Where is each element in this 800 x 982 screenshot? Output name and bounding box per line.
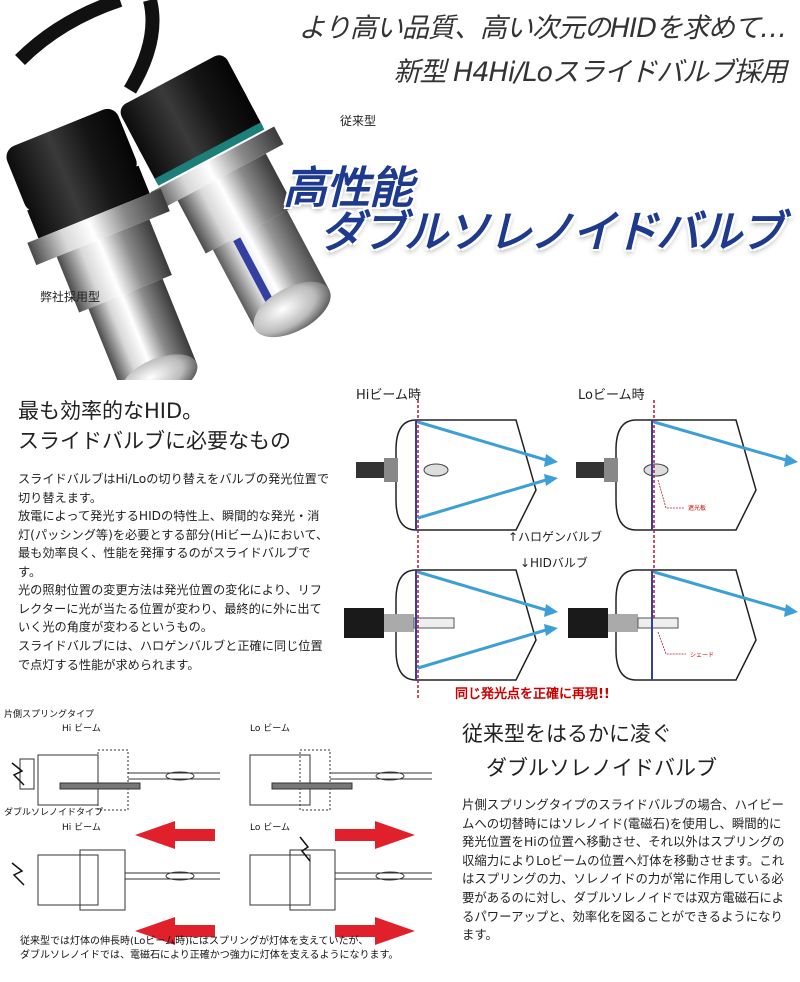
- hid-bulb-label: ↓HIDバルブ: [520, 556, 588, 570]
- beam-position-diagram: [344, 400, 798, 700]
- caption-old-type: 従来型: [340, 114, 377, 128]
- spring-note-line-1: 従来型では灯体の伸長時(Loビーム時)にはスプリングが灯体を支えていたが、: [20, 936, 369, 947]
- same-emission-point-label: 同じ発光点を正確に再現!!: [455, 687, 610, 702]
- hero-banner: より高い品質、高い次元のHIDを求めて… 新型 H4Hi/Loスライドバルブ採用…: [0, 0, 800, 380]
- double-solenoid-type-label: ダブルソレノイドタイプ: [4, 808, 104, 818]
- type2-lo-beam-label: Lo ビーム: [250, 823, 290, 833]
- arrow-left-2: [135, 917, 215, 945]
- double-solenoid-hi: [37, 849, 220, 911]
- halogen-base-hi: [356, 462, 384, 478]
- arrow-right-1: [335, 821, 415, 849]
- hero-title-line-1: 高性能: [283, 163, 413, 214]
- section2-paragraph: 片側スプリングタイプのスライドバルブの場合、ハイビームへの切替時にはソレノイド(…: [462, 797, 785, 943]
- section1-paragraph-2: 放電によって発光するHIDの特性上、瞬間的な発光・消灯(パッシング等)を必要とす…: [18, 509, 329, 579]
- spring-vs-solenoid-diagram: [11, 749, 432, 945]
- type1-lo-beam-label: Lo ビーム: [250, 724, 290, 734]
- hero-headline-1: より高い品質、高い次元のHIDを求めて…: [298, 13, 787, 44]
- section1-paragraph-1: スライドバルブはHi/Loの切り替えをバルブの発光位置で切り替えます。: [18, 472, 330, 505]
- halogen-lo-reflector: [615, 419, 757, 531]
- type1-hi-beam-label: Hi ビーム: [62, 724, 101, 734]
- halogen-bulb-label: ↑ハロゲンバルブ: [508, 530, 603, 544]
- hid-lo-reflector: [615, 569, 757, 681]
- section2-heading-1: 従来型をはるかに凌ぐ: [462, 722, 672, 746]
- type2-hi-beam-label: Hi ビーム: [62, 823, 101, 833]
- hero-title-line-2: ダブルソレノイドバルブ: [320, 207, 784, 258]
- arrow-left-1: [135, 821, 215, 849]
- hid-base-hi: [344, 608, 384, 638]
- shade-label: シェード: [690, 652, 715, 659]
- section2-heading-2: ダブルソレノイドバルブ: [486, 756, 717, 780]
- caption-our-type: 弊社採用型: [40, 290, 101, 304]
- single-spring-lo: [249, 749, 432, 811]
- hi-beam-label: Hiビーム時: [356, 388, 421, 403]
- arrow-right-2: [335, 917, 415, 945]
- section1-paragraph-3: 光の照射位置の変更方法は発光位置の変化により、リフレクターに光が当たる位置が変わ…: [18, 583, 322, 634]
- shade-plate-label: 遮光板: [688, 505, 707, 512]
- light-rays: [417, 420, 787, 670]
- hid-bulbs-photo: [6, 0, 331, 380]
- hero-headline-2: 新型 H4Hi/Loスライドバルブ採用: [393, 57, 787, 88]
- lo-beam-label: Loビーム時: [578, 388, 645, 403]
- section1-heading-1: 最も効率的なHID。: [18, 399, 204, 423]
- double-solenoid-lo: [249, 849, 432, 911]
- section1-paragraph-4: スライドバルブには、ハロゲンバルブと正確に同じ位置で点灯する性能が求められます。: [18, 639, 323, 672]
- halogen-base-lo: [576, 462, 604, 478]
- section1-heading-2: スライドバルブに必要なもの: [18, 429, 291, 453]
- spring-note-line-2: ダブルソレノイドでは、電磁石により正確かつ強力に灯体を支えるようになります。: [20, 950, 399, 961]
- hid-base-lo: [568, 608, 608, 638]
- single-spring-hi: [19, 749, 220, 811]
- single-spring-type-label: 片側スプリングタイプ: [4, 710, 95, 720]
